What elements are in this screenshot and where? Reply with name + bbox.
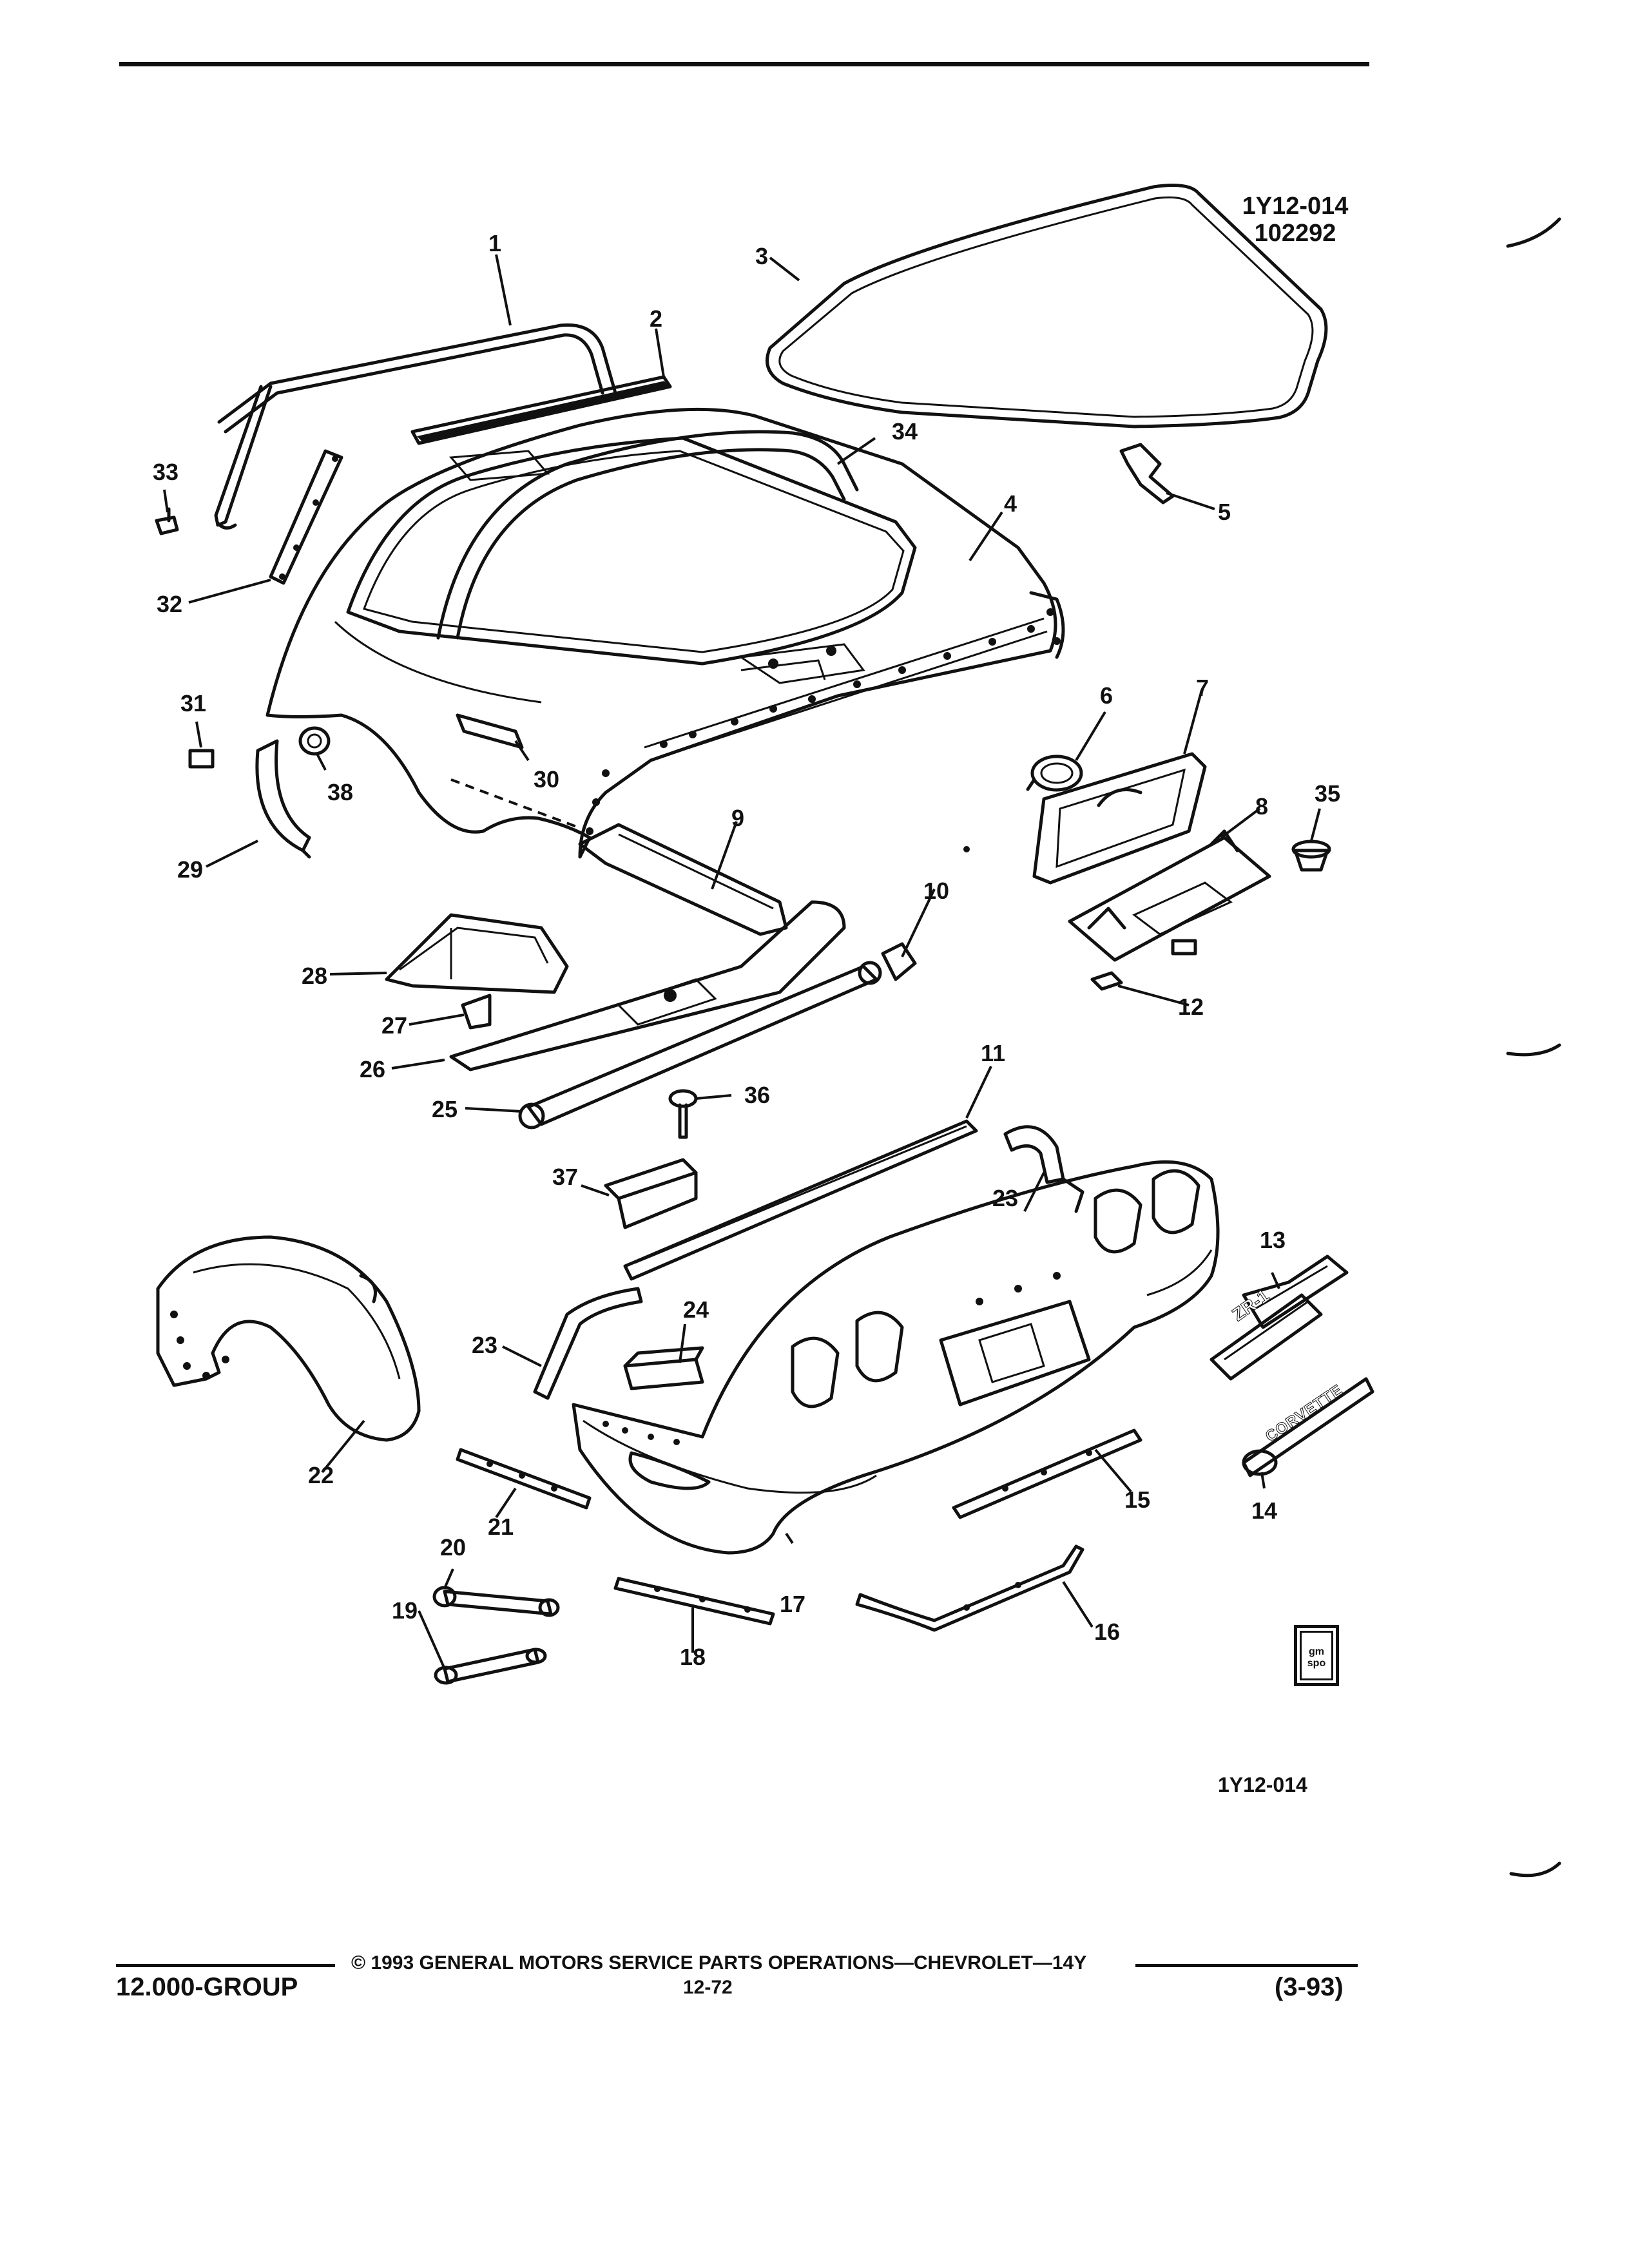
- callout-11: 11: [980, 1040, 1006, 1066]
- callout-15: 15: [1124, 1486, 1151, 1513]
- part-28-tray: [385, 913, 569, 994]
- callout-27: 27: [381, 1012, 408, 1039]
- callout-8: 8: [1255, 793, 1269, 820]
- callout-17: 17: [779, 1591, 806, 1617]
- part-29-wheel-molding: [255, 739, 311, 859]
- callout-1: 1: [488, 230, 502, 256]
- callout-34: 34: [891, 418, 918, 445]
- footer-copyright: © 1993 GENERAL MOTORS SERVICE PARTS OPER…: [351, 1952, 1087, 1974]
- callout-20: 20: [439, 1534, 467, 1561]
- callout-16: 16: [1094, 1619, 1121, 1645]
- callout-24: 24: [682, 1296, 709, 1323]
- callout-38: 38: [327, 779, 354, 805]
- callout-6: 6: [1099, 682, 1113, 709]
- footer-group: 12.000-GROUP: [116, 1973, 298, 2001]
- callout-23-lower: 23: [471, 1332, 498, 1358]
- callout-2: 2: [649, 305, 663, 332]
- part-19-strap: [434, 1648, 547, 1685]
- part-33-bolt: [155, 507, 179, 535]
- callout-13: 13: [1259, 1227, 1286, 1253]
- footer-date-code: (3-93): [1275, 1973, 1344, 2001]
- part-6-lamp-ring: [1026, 754, 1083, 792]
- part-4-rear-body-panel: [265, 407, 1065, 859]
- badge-text-spo: spo: [1307, 1658, 1326, 1669]
- part-25-absorber: [518, 961, 882, 1129]
- illustration-code: 1Y12-014: [1242, 193, 1349, 220]
- leader-lines: [163, 254, 1321, 1669]
- part-7-license-frame: [1032, 752, 1207, 885]
- part-14-corvette-emblem: [1242, 1377, 1374, 1477]
- callout-18: 18: [679, 1644, 706, 1670]
- part-17-rear-fascia: [572, 1160, 1220, 1555]
- part-2-seal-strip: [410, 375, 672, 445]
- part-32-sill-molding: [269, 449, 343, 585]
- part-36-bolt: [668, 1089, 698, 1139]
- callout-4: 4: [1003, 490, 1017, 517]
- callout-21: 21: [487, 1514, 514, 1540]
- callout-30: 30: [533, 766, 560, 793]
- illustration-date: 102292: [1254, 220, 1336, 247]
- callout-26: 26: [359, 1056, 386, 1082]
- part-1-roof-weatherstrip: [214, 323, 617, 530]
- callout-31: 31: [180, 690, 207, 716]
- callout-32: 32: [156, 591, 183, 617]
- callout-7: 7: [1195, 675, 1210, 701]
- callout-28: 28: [301, 963, 328, 989]
- part-20-strap: [432, 1586, 560, 1617]
- callout-3: 3: [755, 243, 769, 269]
- part-21-bracket-strip: [456, 1448, 592, 1510]
- footer-rule-left: [116, 1964, 335, 1967]
- callout-10: 10: [923, 878, 950, 904]
- part-9-upper-brace: [578, 823, 788, 936]
- illustration-id: 1Y12-014: [1218, 1773, 1307, 1796]
- callout-14: 14: [1251, 1497, 1278, 1524]
- part-31-clip: [188, 749, 215, 769]
- badge-text-gm: gm: [1309, 1646, 1324, 1657]
- part-38-grommet: [298, 726, 331, 756]
- part-23-bracket-lower: [533, 1287, 643, 1400]
- callout-37: 37: [552, 1164, 579, 1190]
- top-rule: [119, 62, 1369, 66]
- callout-29: 29: [177, 856, 204, 883]
- part-34-roof-bow: [436, 430, 859, 640]
- part-10-end-bracket: [881, 942, 917, 981]
- part-30-reflector: [456, 713, 524, 749]
- part-18-lower-bracket: [613, 1577, 775, 1626]
- callout-35: 35: [1314, 780, 1341, 807]
- callout-19: 19: [391, 1597, 418, 1624]
- part-35-plug: [1291, 840, 1331, 872]
- callout-23-upper: 23: [992, 1185, 1019, 1211]
- part-22-wheelhouse-liner: [156, 1235, 421, 1442]
- footer-rule-right: [1135, 1964, 1358, 1967]
- callout-5: 5: [1217, 499, 1231, 525]
- part-26-impact-frame: [449, 900, 846, 1072]
- stray-mark: [963, 846, 970, 852]
- part-5-bracket: [1119, 443, 1175, 505]
- callout-25: 25: [431, 1096, 458, 1122]
- part-27-bracket: [461, 994, 492, 1030]
- footer-page-number: 12-72: [683, 1977, 733, 1998]
- part-23-bracket-upper: [1003, 1125, 1065, 1184]
- part-12-pads: [1090, 939, 1197, 991]
- part-16-lower-molding: [855, 1544, 1084, 1632]
- callout-9: 9: [731, 805, 745, 831]
- part-37-foam-block: [604, 1158, 698, 1229]
- part-8-license-pocket: [1068, 829, 1271, 962]
- part-11-absorber-strip: [623, 1119, 978, 1281]
- part-15-lower-strip: [952, 1428, 1142, 1519]
- callout-33: 33: [152, 459, 179, 485]
- callout-22: 22: [307, 1462, 334, 1488]
- part-3-rear-glass: [766, 184, 1328, 428]
- gm-spo-badge: gm spo: [1294, 1625, 1339, 1686]
- part-13-zr1-emblem: [1210, 1254, 1349, 1381]
- part-24-lamp-housing: [623, 1346, 704, 1390]
- callout-36: 36: [744, 1082, 771, 1108]
- callout-12: 12: [1177, 994, 1204, 1020]
